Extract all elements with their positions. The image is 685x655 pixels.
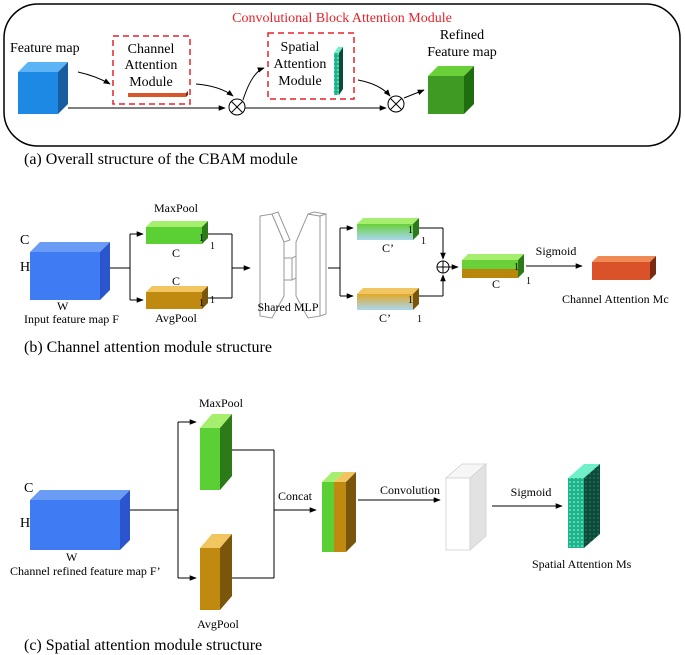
avgpool-one-inner: 1 — [199, 298, 204, 309]
cam-label-line-2: Attention — [125, 58, 178, 73]
feature-map-label: Feature map — [10, 41, 80, 56]
maxpool-label: MaxPool — [154, 201, 199, 215]
merged-vector — [462, 254, 524, 278]
cam-label-line-3: Module — [129, 75, 173, 90]
merged-c-label: C — [492, 277, 500, 291]
arrow-cam-to-mul — [195, 83, 234, 97]
input-feature-label: Input feature map F — [24, 312, 119, 326]
mlp-max-one-inner: 1 — [408, 225, 413, 236]
mlp-avg-one-outer: 1 — [417, 314, 422, 325]
avgpool-label: AvgPool — [155, 311, 197, 325]
feature-map-cube — [18, 62, 68, 114]
sam-label-line-3: Module — [278, 74, 322, 89]
maxpool-one-outer: 1 — [210, 241, 215, 252]
refined-c-label: C — [24, 481, 33, 496]
mlp-max-one-outer: 1 — [421, 236, 426, 247]
maxpool-vector — [146, 221, 208, 244]
avgpool-one-outer: 1 — [210, 295, 215, 306]
add-icon — [436, 260, 450, 274]
mlp-avg-vector — [357, 288, 419, 310]
concat-map — [322, 472, 356, 552]
convolution-map — [444, 463, 488, 551]
refined-w-label: W — [66, 550, 78, 564]
spatial-attention-label: Spatial Attention Ms — [532, 557, 632, 571]
sigmoid-c-label: Sigmoid — [511, 485, 552, 499]
mlp-avg-c-label: C’ — [379, 311, 391, 325]
spatial-attention-map — [568, 464, 600, 548]
avgpool-c-label: C — [172, 274, 180, 288]
arrow-to-refined — [403, 89, 425, 99]
caption-b: (b) Channel attention module structure — [24, 339, 272, 356]
mlp-avg-one-inner: 1 — [408, 295, 413, 306]
spatial-attention-box — [267, 32, 355, 100]
convolution-label: Convolution — [380, 483, 440, 497]
multiply-2-icon — [387, 95, 405, 113]
refined-feature-cube — [428, 66, 474, 114]
mlp-max-vector — [357, 218, 419, 240]
input-c-label: C — [20, 233, 29, 248]
maxpool-c-label: C — [172, 246, 180, 260]
merged-one-inner: 1 — [514, 262, 519, 273]
input-feature-cube — [30, 242, 110, 300]
refined-feature-label: Channel refined feature map F’ — [10, 564, 161, 578]
sigmoid-b-label: Sigmoid — [536, 244, 577, 258]
multiply-1-icon — [228, 98, 246, 116]
channel-attention-box — [112, 35, 191, 105]
refined-label-line-1: Refined — [440, 28, 484, 43]
spatial-attention-slab — [334, 47, 343, 95]
input-w-label: W — [57, 299, 69, 313]
mlp-max-c-label: C’ — [382, 241, 394, 255]
shared-mlp-icon — [259, 211, 327, 319]
input-h-label: H — [20, 260, 30, 275]
spatial-avgpool-label: AvgPool — [197, 617, 239, 631]
caption-a: (a) Overall structure of the CBAM module — [24, 151, 298, 168]
cam-label-line-1: Channel — [128, 42, 175, 57]
concat-label: Concat — [278, 489, 313, 503]
channel-attention-bar — [128, 91, 188, 97]
refined-label-line-2: Feature map — [427, 45, 497, 60]
merged-one-outer: 1 — [526, 276, 531, 287]
avgpool-vector — [146, 286, 208, 309]
sam-label-line-2: Attention — [274, 57, 327, 72]
channel-refined-cube — [30, 490, 130, 550]
channel-attention-map — [592, 256, 656, 280]
cbam-title: Convolutional Block Attention Module — [232, 11, 452, 26]
shared-mlp-label: Shared MLP — [258, 300, 319, 314]
sam-label-line-1: Spatial — [281, 40, 320, 55]
refined-h-label: H — [20, 516, 30, 531]
spatial-maxpool-label: MaxPool — [199, 396, 244, 410]
spatial-maxpool-map — [200, 414, 232, 490]
channel-attention-label: Channel Attention Mc — [562, 292, 669, 306]
spatial-avgpool-map — [200, 534, 232, 610]
cbam-outer-frame — [3, 3, 681, 147]
caption-c: (c) Spatial attention module structure — [24, 637, 262, 654]
maxpool-one-inner: 1 — [199, 233, 204, 244]
arrow-input-to-cam — [77, 71, 111, 85]
arrow-mul-to-sam — [242, 67, 265, 101]
arrow-sam-to-mul — [357, 79, 391, 97]
